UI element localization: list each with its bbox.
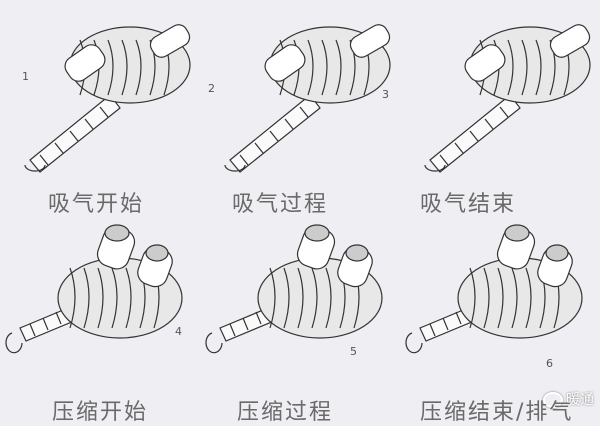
weibo-logo-icon [543,392,563,408]
stage-label: 吸气过程 [232,192,329,217]
stage-number: 2 [208,82,215,95]
stage-panel-6 [400,208,600,416]
screw-rotor-illustration [405,224,583,354]
stage-panel-2 [200,0,400,208]
stage-number: 1 [22,70,29,83]
stage-panel-5 [200,208,400,416]
stage-number: 3 [382,88,389,101]
screw-rotor-illustration [24,24,191,173]
watermark-text: 暖通 [566,392,594,408]
stage-number: 4 [175,325,182,338]
watermark: 暖通 [543,389,594,409]
screw-rotor-illustration [224,24,391,173]
stage-label: 吸气结束 [420,192,517,217]
stage-panel-3 [400,0,600,208]
stage-label: 压缩结束/排气 [420,400,574,425]
stage-label: 压缩开始 [52,400,149,425]
screw-rotor-illustration [5,224,183,354]
stage-label: 吸气开始 [48,192,145,217]
stage-label: 压缩过程 [237,400,334,425]
stage-number: 5 [350,345,357,358]
screw-rotor-illustration [424,24,591,173]
screw-rotor-illustration [205,224,383,354]
stage-panel-4 [0,208,200,416]
stage-number: 6 [546,357,553,370]
stage-panel-1 [0,0,200,208]
